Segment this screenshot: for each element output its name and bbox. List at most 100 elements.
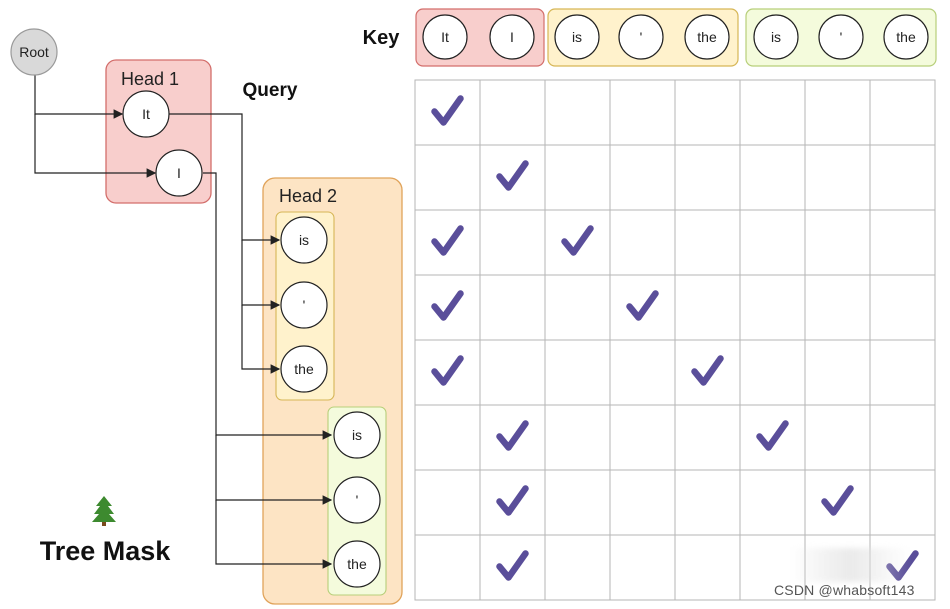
key-node-label: the: [697, 29, 717, 45]
mask-cell: [674, 274, 741, 341]
root-label: Root: [19, 44, 49, 60]
key-node-label: ': [840, 29, 843, 45]
mask-cell: [869, 79, 936, 146]
mask-cell: [739, 79, 806, 146]
mask-cell: [479, 209, 546, 276]
query-node-label: I: [177, 165, 181, 181]
mask-cell: [479, 274, 546, 341]
mask-cell: [479, 339, 546, 406]
head2-label: Head 2: [279, 186, 337, 206]
mask-cell: [739, 469, 806, 536]
query-label: Query: [243, 80, 298, 101]
key-node: [684, 14, 730, 60]
mask-cell: [869, 404, 936, 471]
query-node-label: is: [299, 232, 309, 248]
key-node: [489, 14, 535, 60]
mask-cell: [609, 404, 676, 471]
mask-cell: [414, 404, 481, 471]
mask-cell: [544, 339, 611, 406]
mask-cell: [739, 339, 806, 406]
mask-cell: [739, 144, 806, 211]
mask-cell: [739, 209, 806, 276]
key-node-label: is: [572, 29, 582, 45]
key-node: [554, 14, 600, 60]
root-node: [10, 28, 58, 76]
check-icon: [821, 485, 854, 516]
key-node: [422, 14, 468, 60]
query-node-label: the: [347, 556, 367, 572]
mask-cell: [674, 469, 741, 536]
mask-cell: [609, 209, 676, 276]
mask-cell: [544, 144, 611, 211]
mask-cell: [739, 274, 806, 341]
mask-cell: [609, 79, 676, 146]
mask-cell: [414, 469, 481, 536]
check-icon: [431, 290, 464, 321]
check-icon: [496, 420, 529, 451]
mask-grid: [414, 79, 936, 601]
mask-cell: [869, 339, 936, 406]
key-node: [883, 14, 929, 60]
mask-cell: [414, 144, 481, 211]
check-icon: [431, 95, 464, 126]
query-node-label: is: [352, 427, 362, 443]
head1-label: Head 1: [121, 69, 179, 89]
query-node: [155, 149, 203, 197]
mask-cell: [804, 144, 871, 211]
mask-cell: [869, 144, 936, 211]
mask-cell: [804, 339, 871, 406]
key-node-label: the: [896, 29, 916, 45]
mask-cell: [609, 534, 676, 601]
footer-watermark: CSDN @whabsoft143: [774, 582, 915, 598]
check-icon: [626, 290, 659, 321]
mask-cell: [479, 79, 546, 146]
mask-cell: [544, 274, 611, 341]
mask-cell: [869, 274, 936, 341]
query-node-label: It: [142, 106, 150, 122]
check-icon: [496, 160, 529, 191]
mask-cell: [674, 404, 741, 471]
check-icon: [496, 485, 529, 516]
key-label: Key: [363, 27, 401, 49]
query-node: [333, 540, 381, 588]
key-node-label: is: [771, 29, 781, 45]
query-node-label: ': [356, 492, 359, 508]
mask-cell: [674, 144, 741, 211]
check-icon: [756, 420, 789, 451]
mask-cell: [609, 144, 676, 211]
check-icon: [496, 550, 529, 581]
mask-cell: [544, 469, 611, 536]
mask-cell: [609, 469, 676, 536]
mask-cell: [544, 79, 611, 146]
query-node-label: the: [294, 361, 314, 377]
key-node-label: It: [441, 29, 449, 45]
key-node-label: I: [510, 29, 514, 45]
check-icon: [561, 225, 594, 256]
mask-cell: [609, 339, 676, 406]
mask-cell: [414, 534, 481, 601]
mask-cell: [544, 404, 611, 471]
key-node: [618, 14, 664, 60]
check-icon: [431, 225, 464, 256]
query-node: [122, 90, 170, 138]
query-node: [280, 281, 328, 329]
mask-cell: [804, 209, 871, 276]
check-icon: [431, 355, 464, 386]
mask-cell: [674, 209, 741, 276]
query-node: [333, 476, 381, 524]
key-node: [753, 14, 799, 60]
tree-edges: [34, 75, 333, 569]
key-node-label: ': [640, 29, 643, 45]
query-node: [333, 411, 381, 459]
mask-cell: [869, 209, 936, 276]
query-node: [280, 345, 328, 393]
query-node: [280, 216, 328, 264]
watermark-blur: [790, 548, 910, 582]
mask-cell: [804, 404, 871, 471]
key-node: [818, 14, 864, 60]
query-node-label: ': [303, 297, 306, 313]
mask-cell: [804, 274, 871, 341]
check-icon: [691, 355, 724, 386]
mask-cell: [804, 79, 871, 146]
